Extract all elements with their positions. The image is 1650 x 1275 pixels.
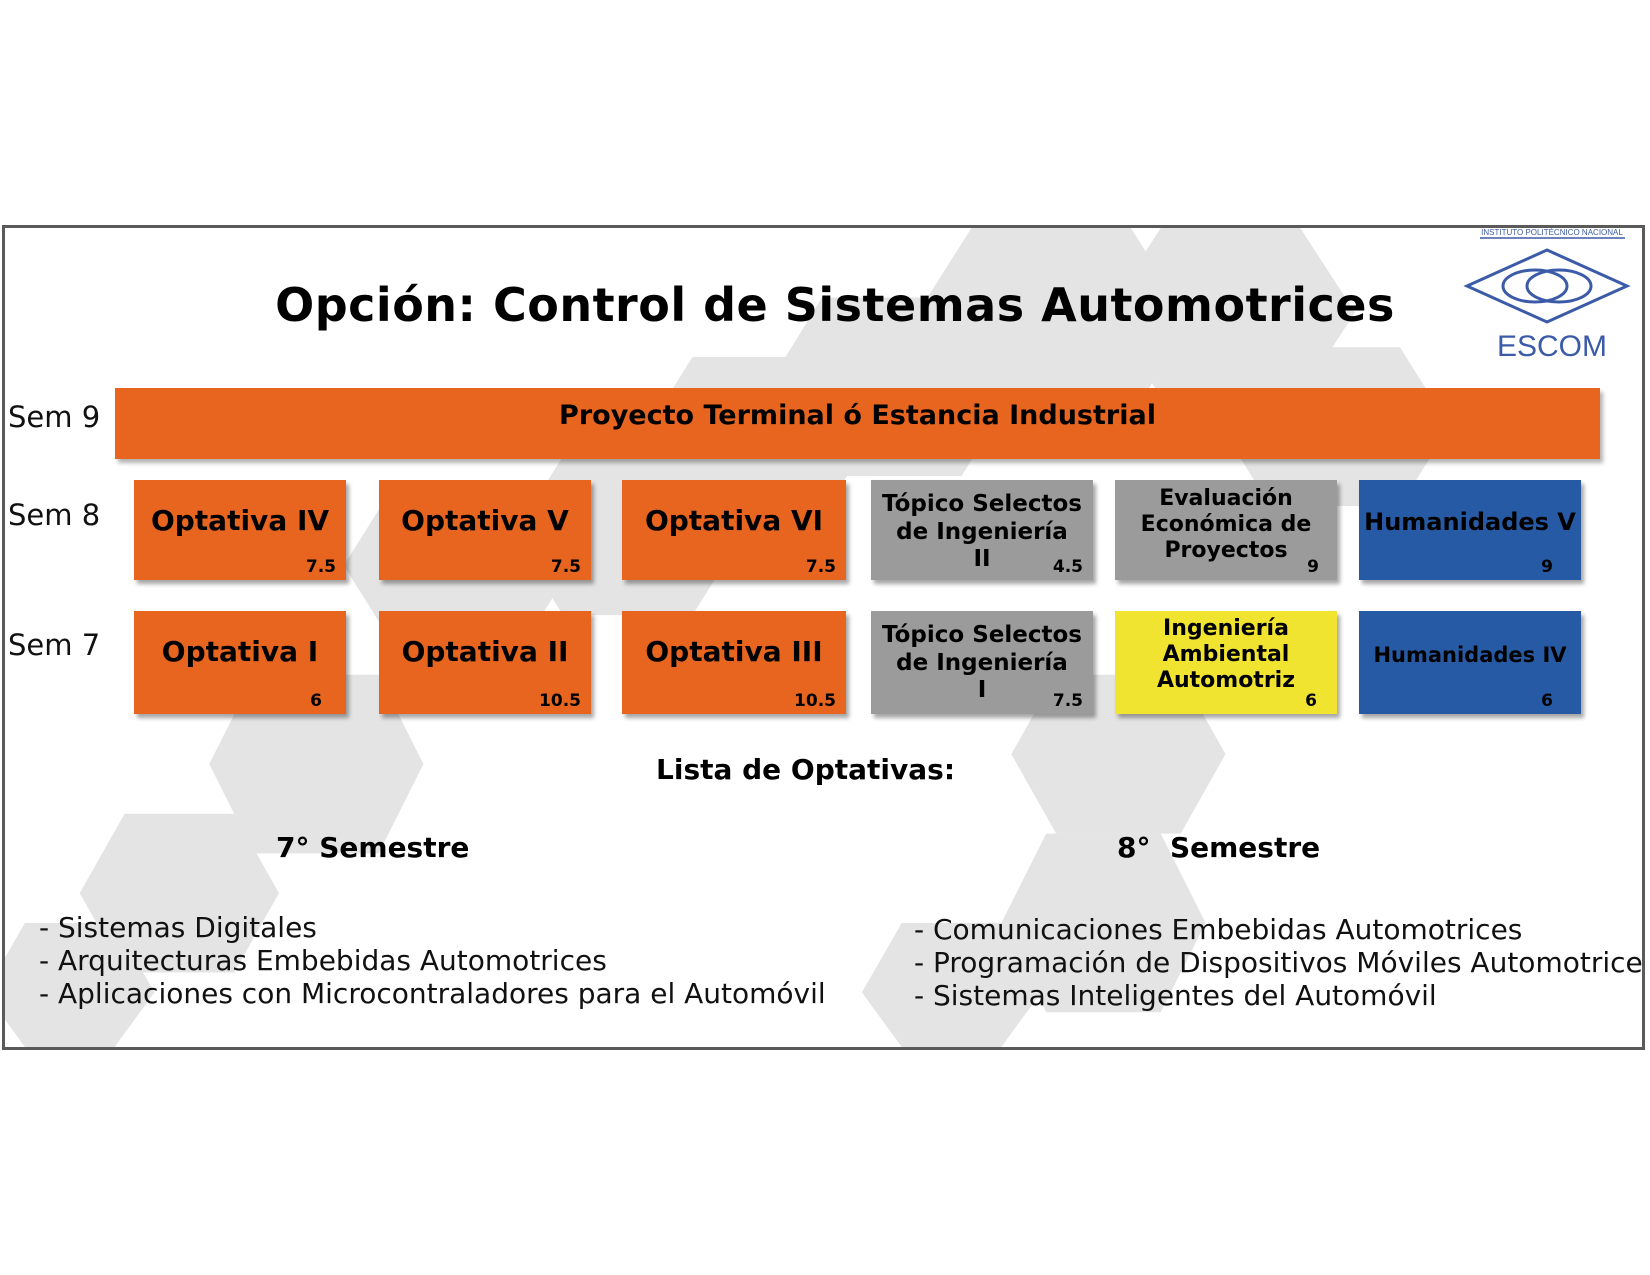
- list-item: - Comunicaciones Embebidas Automotrices: [914, 913, 1523, 946]
- course-humanidades-v: Humanidades V 9: [1359, 480, 1581, 580]
- course-optativa-iii: Optativa III 10.5: [622, 611, 846, 714]
- course-optativa-vi: Optativa VI 7.5: [622, 480, 846, 580]
- sem7-label: Sem 7: [8, 628, 101, 662]
- course-credits: 9: [1307, 557, 1319, 577]
- course-name-line: Automotriz: [1156, 668, 1296, 693]
- course-credits: 7.5: [550, 557, 581, 577]
- list-item: - Sistemas Digitales: [39, 911, 317, 944]
- course-name-line: I: [977, 677, 987, 703]
- course-topico-selectos-ii: Tópico Selectos de Ingeniería II 4.5: [871, 480, 1093, 580]
- course-credits: 7.5: [805, 557, 836, 577]
- course-credits: 10.5: [539, 691, 581, 711]
- course-name: Proyecto Terminal ó Estancia Industrial: [559, 400, 1156, 431]
- svg-text:INSTITUTO POLITÉCNICO NACIONAL: INSTITUTO POLITÉCNICO NACIONAL: [1481, 228, 1623, 237]
- course-name-line: de Ingeniería: [896, 650, 1068, 676]
- sem9-label: Sem 9: [8, 400, 101, 434]
- course-name: Optativa VI: [644, 504, 824, 537]
- course-optativa-v: Optativa V 7.5: [379, 480, 591, 580]
- course-name: Optativa II: [401, 635, 569, 668]
- course-name-line: Tópico Selectos: [882, 491, 1082, 517]
- course-credits: 7.5: [305, 557, 336, 577]
- list-item: - Sistemas Inteligentes del Automóvil: [914, 979, 1437, 1012]
- optativas-sem7-list: - Sistemas Digitales - Arquitecturas Emb…: [39, 911, 826, 1010]
- course-credits: 6: [1305, 691, 1317, 711]
- course-credits: 10.5: [794, 691, 836, 711]
- course-evaluacion-economica: Evaluación Económica de Proyectos 9: [1115, 480, 1337, 580]
- course-credits: 7.5: [1052, 691, 1083, 711]
- escom-logo: INSTITUTO POLITÉCNICO NACIONAL ESCOM: [1455, 228, 1640, 368]
- course-name: Optativa I: [161, 635, 319, 668]
- list-item: - Aplicaciones con Microcontraladores pa…: [39, 977, 826, 1010]
- course-ingenieria-ambiental: Ingeniería Ambiental Automotriz 6: [1115, 611, 1337, 714]
- course-optativa-i: Optativa I 6: [134, 611, 346, 714]
- course-name-line: Evaluación: [1159, 486, 1293, 511]
- optativas-sem8-list: - Comunicaciones Embebidas Automotrices …: [914, 913, 1645, 1012]
- svg-text:ESCOM: ESCOM: [1497, 330, 1607, 363]
- course-name: Humanidades V: [1364, 508, 1576, 536]
- curriculum-slide: Opción: Control de Sistemas Automotrices…: [2, 225, 1645, 1050]
- course-name: Optativa IV: [150, 504, 330, 537]
- course-proyecto-terminal: Proyecto Terminal ó Estancia Industrial: [115, 388, 1600, 459]
- course-name-line: Ingeniería: [1163, 616, 1289, 641]
- course-name-line: Económica de: [1140, 512, 1312, 537]
- list-item: - Programación de Dispositivos Móviles A…: [914, 946, 1645, 979]
- optativas-sem7-heading: 7° Semestre: [276, 831, 470, 864]
- course-credits: 6: [1541, 691, 1553, 711]
- course-name-line: Ambiental: [1162, 642, 1290, 667]
- course-topico-selectos-i: Tópico Selectos de Ingeniería I 7.5: [871, 611, 1093, 714]
- course-optativa-iv: Optativa IV 7.5: [134, 480, 346, 580]
- course-credits: 9: [1541, 557, 1553, 577]
- optativas-heading: Lista de Optativas:: [656, 753, 956, 786]
- course-name-line: Proyectos: [1164, 538, 1288, 563]
- course-credits: 6: [310, 691, 322, 711]
- list-item: - Arquitecturas Embebidas Automotrices: [39, 944, 607, 977]
- course-credits: 4.5: [1052, 557, 1083, 577]
- optativas-sem8-heading: 8° Semestre: [1117, 831, 1321, 864]
- course-name: Optativa III: [645, 635, 823, 668]
- course-name: Optativa V: [401, 504, 569, 537]
- course-name-line: Tópico Selectos: [882, 622, 1082, 648]
- page-title: Opción: Control de Sistemas Automotrices: [275, 278, 1395, 332]
- course-name: Humanidades IV: [1373, 643, 1567, 667]
- course-humanidades-iv: Humanidades IV 6: [1359, 611, 1581, 714]
- course-name-line: de Ingeniería: [896, 519, 1068, 545]
- sem8-label: Sem 8: [8, 498, 101, 532]
- course-name-line: II: [973, 546, 991, 572]
- course-optativa-ii: Optativa II 10.5: [379, 611, 591, 714]
